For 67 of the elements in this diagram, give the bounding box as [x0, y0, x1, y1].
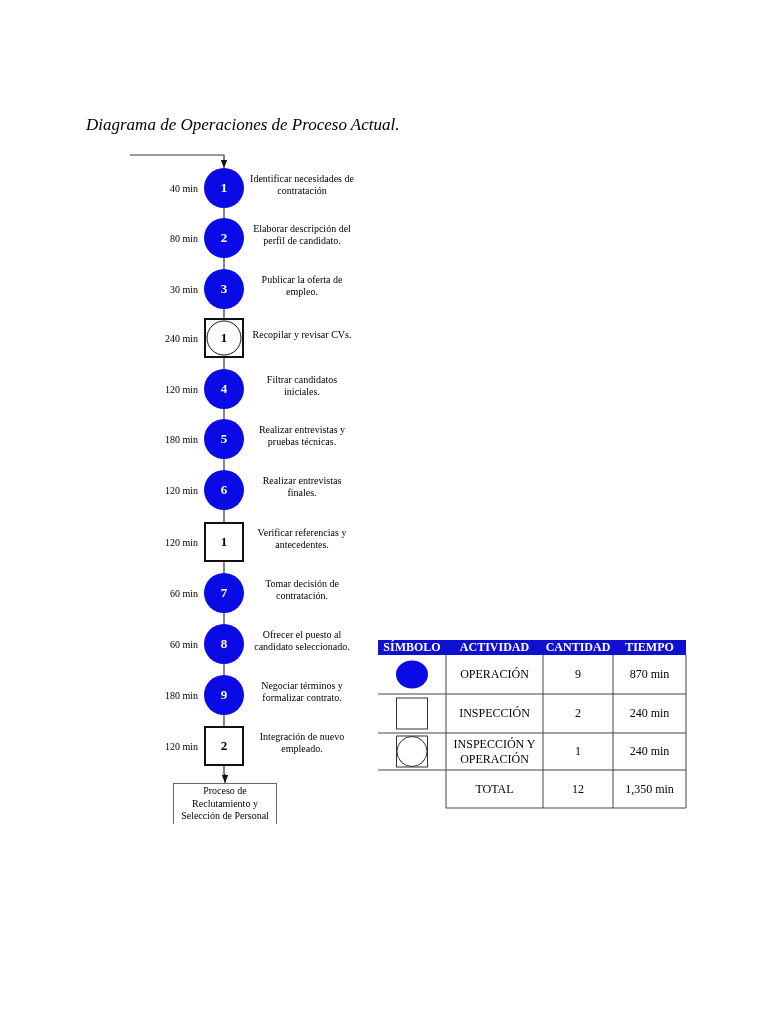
table-cell-text: 2 — [574, 705, 582, 722]
connector — [223, 408, 225, 420]
connector — [223, 207, 225, 219]
duration-label: 180 min — [163, 433, 198, 445]
step-description: Realizar entrevistas finales. — [261, 475, 343, 499]
table-cell-text: TOTAL — [474, 780, 515, 798]
step-description: Negociar términos y formalizar contrato. — [260, 680, 344, 704]
connector — [221, 765, 229, 784]
step-description: Identificar necesidades de contratación — [250, 173, 354, 197]
column-header: ACTIVIDAD — [458, 640, 531, 655]
connector — [223, 257, 225, 270]
column-header: CANTIDAD — [544, 640, 612, 655]
connector — [223, 561, 225, 574]
duration-label: 120 min — [163, 740, 198, 752]
table-cell-text: 240 min — [628, 743, 671, 760]
connector — [129, 154, 228, 169]
step-description: Filtrar candidatos iniciales. — [265, 374, 339, 398]
step-description: Verificar referencias y antecedentes. — [256, 527, 348, 551]
step-description: Elaborar descripción del perfil de candidato. — [252, 223, 352, 247]
table-cell-text: 12 — [571, 780, 585, 798]
combined-operation-symbol: 1 — [204, 318, 244, 358]
operation-circle: 5 — [204, 419, 244, 459]
table-cell-text: INSPECCIÓN — [458, 705, 531, 722]
connector — [223, 663, 225, 676]
duration-label: 60 min — [168, 587, 198, 599]
operation-circle: 3 — [204, 269, 244, 309]
duration-label: 30 min — [168, 283, 198, 295]
inspection-square: 2 — [204, 726, 244, 766]
connector — [223, 714, 225, 727]
column-header: SÍMBOLO — [382, 640, 442, 655]
diagram-title: Diagrama de Operaciones de Proceso Actual. — [86, 115, 400, 135]
operation-circle: 6 — [204, 470, 244, 510]
step-description: Tomar decisión de contratación. — [264, 578, 340, 602]
table-cell-text: OPERACIÓN — [459, 666, 530, 683]
connector — [223, 509, 225, 523]
duration-label: 40 min — [168, 182, 198, 194]
table-cell-text: 240 min — [628, 705, 671, 722]
table-cell-text: 9 — [574, 666, 582, 683]
step-description: Ofrecer el puesto al candidato seleccionado. — [253, 629, 351, 653]
duration-label: 60 min — [168, 638, 198, 650]
connector — [223, 357, 225, 370]
duration-label: 180 min — [163, 689, 198, 701]
step-description: Integración de nuevo empleado. — [258, 731, 346, 755]
duration-label: 80 min — [168, 232, 198, 244]
step-description: Recopilar y revisar CVs. — [251, 329, 353, 341]
step-description: Realizar entrevistas y pruebas técnicas. — [257, 424, 347, 448]
table-cell-text: 1 — [574, 743, 582, 760]
step-description: Publicar la oferta de empleo. — [260, 274, 344, 298]
operation-circle: 7 — [204, 573, 244, 613]
connector — [223, 308, 225, 319]
inspection-square: 1 — [204, 522, 244, 562]
connector — [223, 458, 225, 471]
process-box: Proceso de Reclutamiento y Selección de Personal — [173, 783, 277, 824]
operation-circle: 8 — [204, 624, 244, 664]
column-header: TIEMPO — [624, 640, 675, 655]
connector — [223, 612, 225, 625]
table-cell-text: 1,350 min — [624, 780, 675, 798]
table-cell-text: INSPECCIÓN Y OPERACIÓN — [452, 735, 537, 768]
operation-circle: 4 — [204, 369, 244, 409]
duration-label: 120 min — [163, 536, 198, 548]
operation-circle: 9 — [204, 675, 244, 715]
operation-circle: 2 — [204, 218, 244, 258]
table-cell-text: 870 min — [628, 666, 671, 683]
duration-label: 120 min — [163, 383, 198, 395]
duration-label: 240 min — [163, 332, 198, 344]
operation-circle: 1 — [204, 168, 244, 208]
duration-label: 120 min — [163, 484, 198, 496]
